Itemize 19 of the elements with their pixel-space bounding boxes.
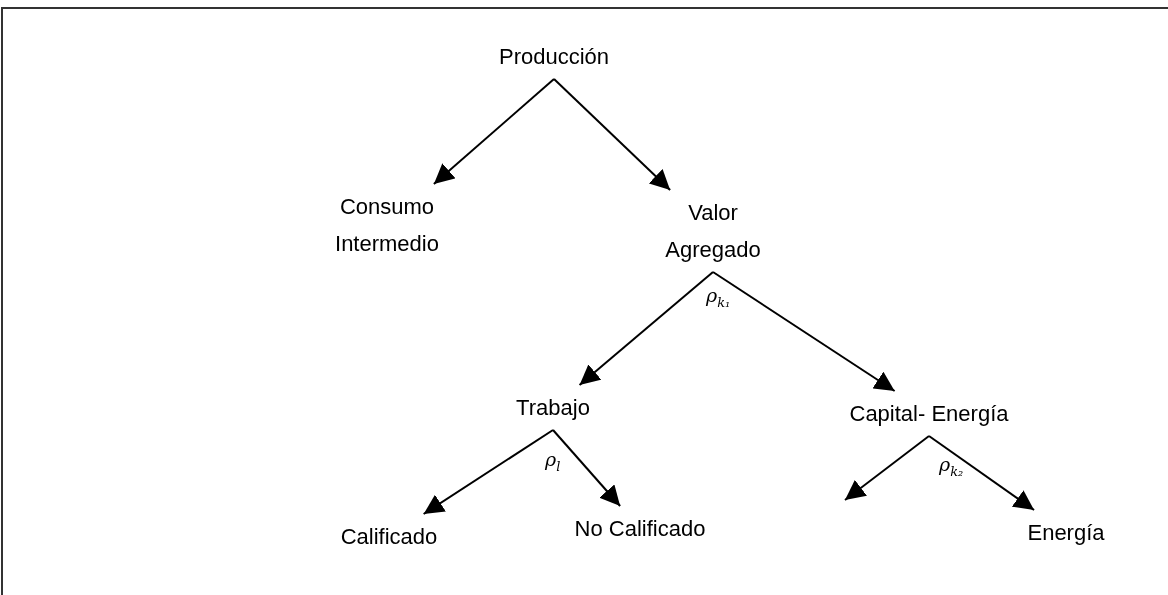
node-label: Consumo Intermedio bbox=[325, 184, 449, 266]
node-label: Producción bbox=[479, 34, 629, 79]
parameter-label: ρ$_{k₁}$ bbox=[706, 286, 731, 309]
node-label: Calificado bbox=[326, 514, 452, 559]
arrow bbox=[553, 78, 672, 191]
parameter-label: ρ$_{k₂}$ bbox=[939, 455, 964, 478]
arrow bbox=[432, 78, 555, 185]
arrow bbox=[552, 429, 622, 507]
parameter-label: ρ$_{l}$ bbox=[545, 450, 561, 473]
arrow bbox=[928, 435, 1036, 511]
arrow bbox=[422, 429, 554, 515]
node-label: Energía bbox=[1018, 510, 1114, 555]
arrow bbox=[578, 271, 714, 386]
node-label: Capital- Energía bbox=[839, 391, 1019, 436]
arrow bbox=[844, 435, 930, 501]
node-label: No Calificado bbox=[560, 506, 720, 551]
node-label: Trabajo bbox=[503, 385, 603, 430]
node-label: Valor Agregado bbox=[651, 190, 775, 272]
arrow bbox=[712, 271, 896, 392]
